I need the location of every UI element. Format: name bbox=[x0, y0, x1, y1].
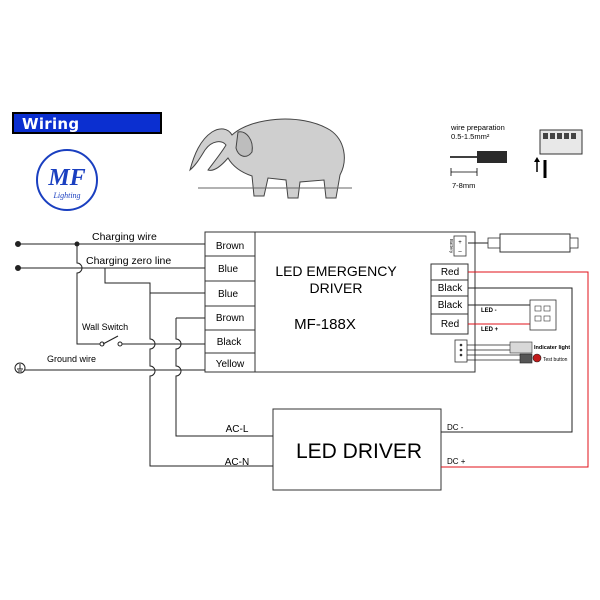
ac-l-label: AC-L bbox=[226, 424, 249, 435]
dc-plus-label: DC + bbox=[447, 457, 466, 466]
test-button-label: Test button bbox=[543, 357, 568, 363]
emergency-driver: LED EMERGENCY DRIVER MF-188X Brown Blue … bbox=[204, 231, 476, 373]
battery-socket: Battery + – bbox=[449, 235, 467, 257]
strip-length: 7-8mm bbox=[452, 181, 475, 190]
supply-wiring bbox=[15, 241, 273, 467]
terminal-left-5: Black bbox=[217, 337, 242, 348]
diagram-title: Wiring Diagram: bbox=[22, 115, 102, 151]
left-terminal-column: Brown Blue Blue Brown Black Yellow bbox=[205, 241, 255, 370]
indicator-light-icon bbox=[509, 341, 533, 354]
charging-wire-label: Charging wire bbox=[92, 231, 157, 243]
emergency-driver-title-2: DRIVER bbox=[310, 280, 363, 296]
ground-icon bbox=[14, 362, 26, 374]
wire-gauge: 0.5-1.5mm² bbox=[451, 132, 490, 141]
led-plus-label: LED + bbox=[481, 327, 499, 333]
driver-model: MF-188X bbox=[294, 316, 356, 333]
terminal-right-2: Black bbox=[438, 283, 463, 294]
terminal-left-6: Yellow bbox=[216, 359, 245, 370]
led-driver: LED DRIVER AC-L AC-N DC - DC + bbox=[225, 408, 466, 491]
output-wiring bbox=[441, 271, 589, 468]
svg-text:–: – bbox=[458, 249, 462, 255]
logo-text: MF bbox=[47, 165, 85, 191]
ground-wire-label: Ground wire bbox=[47, 354, 96, 364]
elephant-illustration bbox=[189, 118, 352, 199]
led-driver-title: LED DRIVER bbox=[296, 440, 422, 463]
title-banner: Wiring Diagram: bbox=[12, 112, 162, 151]
battery-label: Battery bbox=[449, 239, 454, 254]
terminal-left-1: Brown bbox=[216, 241, 244, 252]
indicator-label: Indicater light bbox=[534, 345, 570, 351]
wire-insulation bbox=[477, 151, 507, 163]
led-minus-label: LED - bbox=[481, 308, 497, 314]
right-terminal-column: Red Black Black Red bbox=[430, 263, 469, 335]
terminal-right-3: Black bbox=[438, 300, 463, 311]
svg-text:+: + bbox=[458, 240, 462, 246]
charging-zero-label: Charging zero line bbox=[86, 255, 171, 267]
indicator-and-test: Indicater light Test button bbox=[467, 341, 570, 364]
terminal-left-2: Blue bbox=[218, 264, 238, 275]
wall-switch-label: Wall Switch bbox=[82, 322, 128, 332]
terminal-right-1: Red bbox=[441, 267, 459, 278]
emergency-driver-title-1: LED EMERGENCY bbox=[275, 263, 397, 279]
terminal-block-icon bbox=[534, 129, 583, 178]
logo-ring bbox=[36, 149, 98, 211]
wire-prep-label: wire preparation bbox=[450, 123, 505, 132]
terminal-left-3: Blue bbox=[218, 289, 238, 300]
wire-preparation: wire preparation 0.5-1.5mm² 7-8mm bbox=[450, 123, 507, 190]
logo-subtext: Lighting bbox=[52, 191, 80, 200]
dc-minus-label: DC - bbox=[447, 423, 464, 432]
mf-logo: MF Lighting bbox=[36, 149, 98, 211]
terminal-left-4: Brown bbox=[216, 313, 244, 324]
test-button-icon bbox=[519, 353, 533, 364]
terminal-right-4: Red bbox=[441, 319, 459, 330]
battery-pack bbox=[468, 233, 579, 253]
ac-n-label: AC-N bbox=[225, 457, 249, 468]
led-connector: LED - LED + bbox=[481, 299, 557, 333]
